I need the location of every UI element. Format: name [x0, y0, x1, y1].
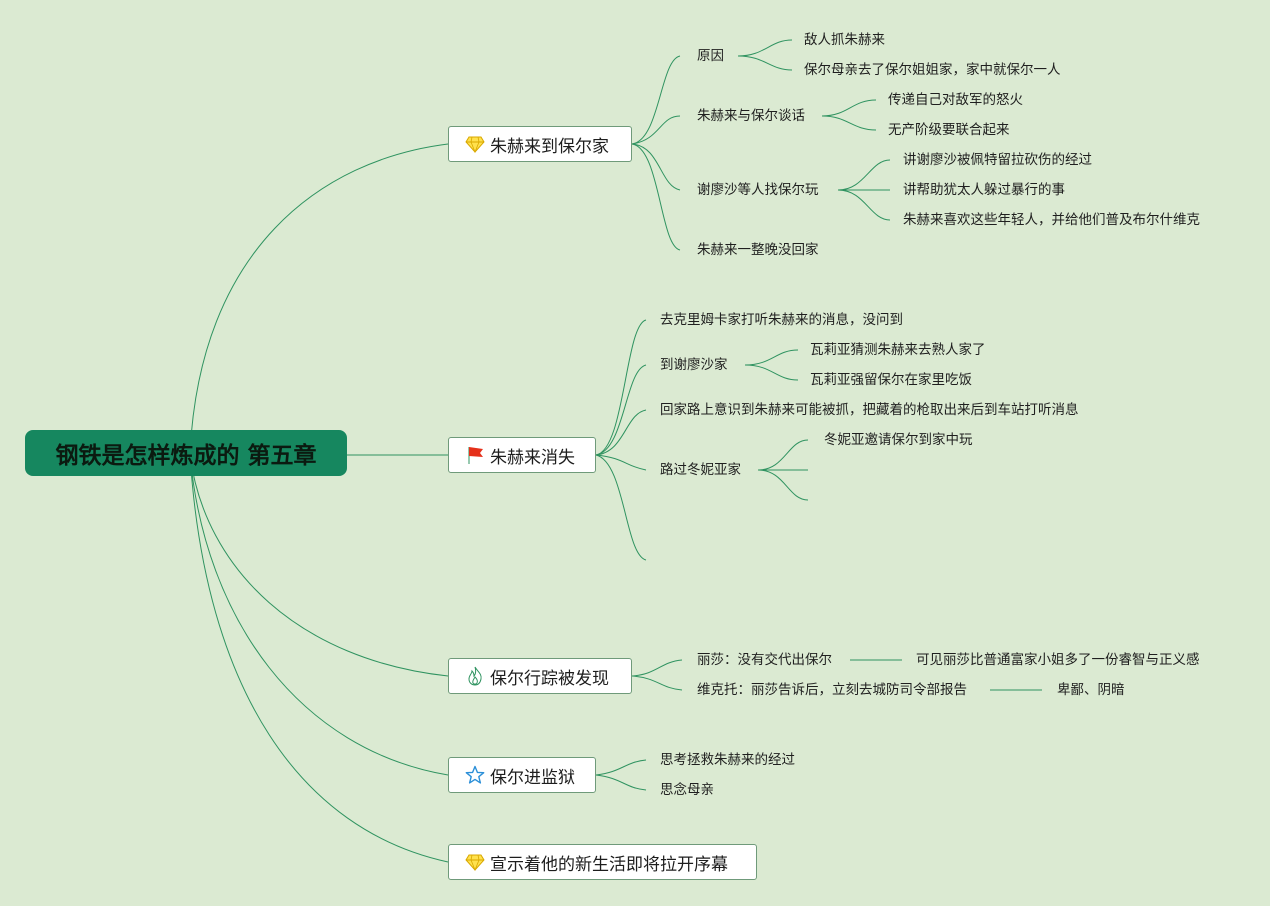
diamond-icon: [465, 852, 485, 872]
branch-paul-discovered[interactable]: 保尔行踪被发现: [448, 658, 632, 694]
note-victor[interactable]: 卑鄙、阴暗: [1057, 682, 1125, 698]
branch-zhuhelai-visit[interactable]: 朱赫来到保尔家: [448, 126, 632, 162]
branch-new-life[interactable]: 宣示着他的新生活即将拉开序幕: [448, 844, 757, 880]
subtopic-mother-away[interactable]: 保尔母亲去了保尔姐姐家，家中就保尔一人: [804, 62, 1061, 78]
topic-lisa[interactable]: 丽莎：没有交代出保尔: [697, 652, 832, 668]
topic-play[interactable]: 谢廖沙等人找保尔玩: [697, 182, 819, 198]
branch-paul-prison[interactable]: 保尔进监狱: [448, 757, 596, 793]
diamond-icon: [465, 134, 485, 154]
subtopic-bolshevik[interactable]: 朱赫来喜欢这些年轻人，并给他们普及布尔什维克: [903, 212, 1200, 228]
subtopic-unite[interactable]: 无产阶级要联合起来: [888, 122, 1010, 138]
topic-sergey-home[interactable]: 到谢廖沙家: [660, 357, 728, 373]
topic-think-rescue[interactable]: 思考拯救朱赫来的经过: [660, 752, 795, 768]
branch-label: 朱赫来到保尔家: [490, 136, 609, 157]
topic-ask-klimka[interactable]: 去克里姆卡家打听朱赫来的消息，没问到: [660, 312, 903, 328]
root-title: 钢铁是怎样炼成的 第五章: [55, 443, 317, 469]
topic-way-home[interactable]: 回家路上意识到朱赫来可能被抓，把藏着的枪取出来后到车站打听消息: [660, 402, 1079, 418]
topic-reason[interactable]: 原因: [697, 48, 724, 64]
branch-label: 宣示着他的新生活即将拉开序幕: [490, 854, 728, 875]
topic-night[interactable]: 朱赫来一整晚没回家: [697, 242, 819, 258]
subtopic-tonya-invite[interactable]: 冬妮亚邀请保尔到家中玩: [824, 432, 973, 448]
subtopic-anger[interactable]: 传递自己对敌军的怒火: [888, 92, 1023, 108]
topic-talk[interactable]: 朱赫来与保尔谈话: [697, 108, 805, 124]
subtopic-injury-story[interactable]: 讲谢廖沙被佩特留拉砍伤的经过: [903, 152, 1092, 168]
note-lisa[interactable]: 可见丽莎比普通富家小姐多了一份睿智与正义感: [916, 652, 1200, 668]
subtopic-help-jews[interactable]: 讲帮助犹太人躲过暴行的事: [903, 182, 1065, 198]
topic-miss-mother[interactable]: 思念母亲: [660, 782, 714, 798]
branch-zhuhelai-missing[interactable]: 朱赫来消失: [448, 437, 596, 473]
star-icon: [465, 765, 485, 785]
branch-label: 保尔行踪被发现: [490, 668, 609, 689]
topic-tonya-home[interactable]: 路过冬妮亚家: [660, 462, 741, 478]
branch-label: 朱赫来消失: [490, 447, 575, 468]
subtopic-valya-dinner[interactable]: 瓦莉亚强留保尔在家里吃饭: [810, 372, 972, 388]
subtopic-valya-guess[interactable]: 瓦莉亚猜测朱赫来去熟人家了: [810, 342, 986, 358]
root-topic[interactable]: 钢铁是怎样炼成的 第五章: [25, 430, 347, 476]
subtopic-enemy-capture[interactable]: 敌人抓朱赫来: [804, 32, 885, 48]
branch-label: 保尔进监狱: [490, 767, 575, 788]
red-flag-icon: [465, 445, 485, 465]
topic-victor[interactable]: 维克托：丽莎告诉后，立刻去城防司令部报告: [697, 682, 967, 698]
fire-icon: [465, 666, 485, 686]
